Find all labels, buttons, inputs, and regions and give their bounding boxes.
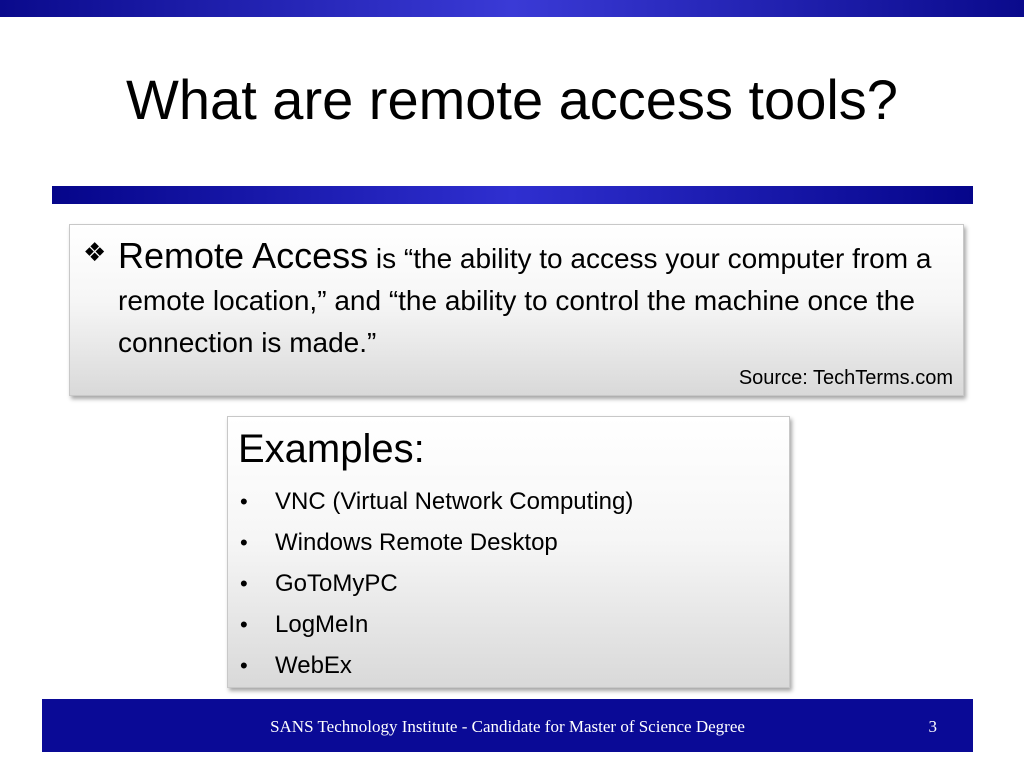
bullet-icon: • [240, 489, 248, 514]
list-item-label: GoToMyPC [275, 570, 398, 597]
examples-list: • VNC (Virtual Network Computing) • Window… [238, 481, 633, 686]
definition-source: Source: TechTerms.com [738, 367, 953, 389]
list-item-label: VNC (Virtual Network Computing) [275, 488, 634, 515]
definition-text: Remote Access is “the ability to access … [118, 235, 948, 364]
bullet-icon: • [240, 571, 248, 596]
bullet-icon: • [240, 653, 248, 678]
examples-heading: Examples: [238, 427, 425, 471]
footer-text: SANS Technology Institute - Candidate fo… [270, 717, 745, 736]
list-item-label: WebEx [275, 652, 352, 679]
list-item: • Windows Remote Desktop [238, 522, 633, 563]
list-item-label: Windows Remote Desktop [275, 529, 558, 556]
slide-title: What are remote access tools? [126, 68, 898, 131]
definition-term: Remote Access [118, 235, 369, 276]
page-number: 3 [928, 717, 938, 736]
list-item-label: LogMeIn [275, 611, 369, 638]
title-divider [52, 186, 973, 204]
list-item: • WebEx [238, 645, 633, 686]
diamond-bullet-icon: ❖ [83, 237, 107, 267]
footer-bar: SANS Technology Institute - Candidate fo… [42, 699, 973, 752]
top-banner [0, 0, 1024, 17]
list-item: • VNC (Virtual Network Computing) [238, 481, 633, 522]
list-item: • LogMeIn [238, 604, 633, 645]
bullet-icon: • [240, 530, 248, 555]
examples-box: Examples: • VNC (Virtual Network Computin… [227, 416, 790, 688]
list-item: • GoToMyPC [238, 563, 633, 604]
definition-box: ❖ Remote Access is “the ability to acces… [69, 224, 964, 396]
bullet-icon: • [240, 612, 248, 637]
definition-body: is “the ability to access your computer … [118, 243, 932, 358]
